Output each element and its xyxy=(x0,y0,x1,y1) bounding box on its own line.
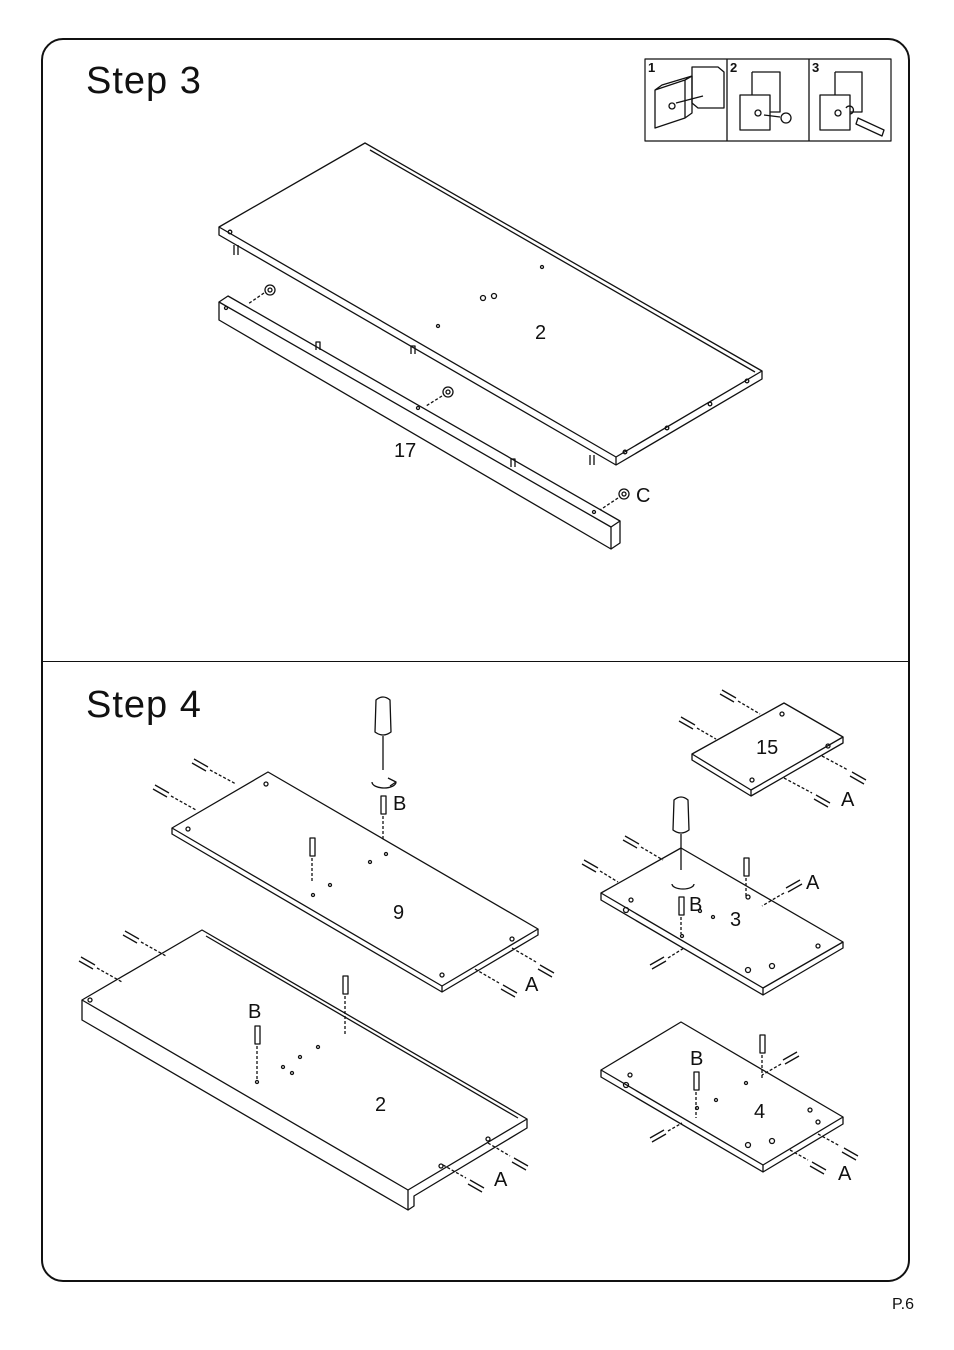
top-panel-2 xyxy=(219,143,762,465)
screwdriver-icon xyxy=(372,697,396,788)
cam-lock-inset: 1 2 3 xyxy=(645,59,891,141)
hardware-label-b-2: B xyxy=(248,1001,261,1023)
screwdriver-icon-2 xyxy=(672,797,694,889)
hardware-label-a-4: A xyxy=(806,872,820,894)
part-label-9: 9 xyxy=(393,902,404,924)
hardware-label-a-1: A xyxy=(525,974,539,996)
inset-label-1: 1 xyxy=(648,60,655,75)
hardware-label-b-1: B xyxy=(393,793,406,815)
part-label-2-top: 2 xyxy=(535,322,546,344)
part-label-17: 17 xyxy=(394,440,416,462)
panel-2-bottom xyxy=(82,930,527,1210)
hardware-label-a-2: A xyxy=(494,1169,508,1191)
panel-3 xyxy=(582,836,843,995)
part-label-3: 3 xyxy=(730,909,741,931)
hardware-label-c: C xyxy=(636,485,650,507)
hardware-label-b-3: B xyxy=(689,894,702,916)
rail-17 xyxy=(219,296,620,549)
panel-9 xyxy=(172,772,538,992)
cam-locks-c xyxy=(248,285,629,510)
inset-label-2: 2 xyxy=(730,60,737,75)
hardware-label-b-4: B xyxy=(690,1048,703,1070)
hardware-label-a-5: A xyxy=(838,1163,852,1185)
part-label-4: 4 xyxy=(754,1101,765,1123)
inset-label-3: 3 xyxy=(812,60,819,75)
part-label-15: 15 xyxy=(756,737,778,759)
panel-4 xyxy=(601,1022,858,1174)
dowels-a-panel-2 xyxy=(79,931,528,1192)
part-label-2-bottom: 2 xyxy=(375,1094,386,1116)
hardware-label-a-3: A xyxy=(841,789,855,811)
dowel-b-top xyxy=(381,796,386,840)
